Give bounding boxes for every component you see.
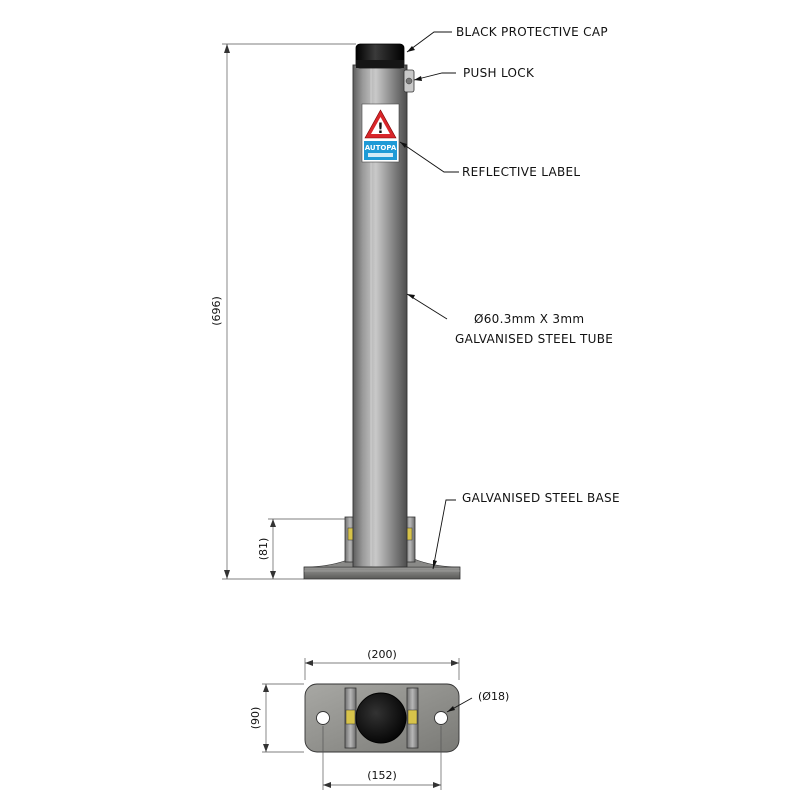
- cap-top-view: [355, 692, 407, 744]
- overall-height-label: (696): [210, 296, 223, 326]
- front-elevation: (696) (81): [210, 25, 620, 580]
- base-height-label: (81): [257, 538, 270, 561]
- callout-leaders: [399, 31, 459, 570]
- tube-callout-line2: GALVANISED STEEL TUBE: [455, 332, 613, 346]
- base-height-dimension: (81): [257, 518, 350, 579]
- warning-symbol: !: [377, 121, 383, 137]
- hole-spacing-dimension: (152): [322, 726, 442, 790]
- base-width-label: (200): [367, 648, 397, 661]
- black-protective-cap: [355, 43, 405, 69]
- hole-diameter-callout: (Ø18): [446, 690, 509, 713]
- base-width-dimension: (200): [304, 648, 460, 680]
- overall-height-dimension: (696): [210, 43, 356, 580]
- base-callout: GALVANISED STEEL BASE: [462, 491, 620, 505]
- cap-callout: BLACK PROTECTIVE CAP: [456, 25, 608, 39]
- hole-spacing-label: (152): [367, 769, 397, 782]
- mounting-hole-right: [434, 711, 448, 725]
- reflective-label: ! AUTOPA: [361, 103, 400, 163]
- tube-callout-line1: Ø60.3mm X 3mm: [474, 312, 584, 326]
- base-plate: [303, 558, 461, 580]
- hole-diameter-label: (Ø18): [478, 690, 509, 703]
- base-depth-label: (90): [249, 707, 262, 730]
- mounting-hole-left: [316, 711, 330, 725]
- push-lock: [403, 69, 415, 93]
- label-brand: AUTOPA: [365, 144, 397, 152]
- base-depth-dimension: (90): [249, 683, 304, 753]
- reflective-label-callout: REFLECTIVE LABEL: [462, 165, 580, 179]
- push-lock-callout: PUSH LOCK: [463, 66, 535, 80]
- plan-view: (200) (90) (Ø18): [249, 648, 509, 790]
